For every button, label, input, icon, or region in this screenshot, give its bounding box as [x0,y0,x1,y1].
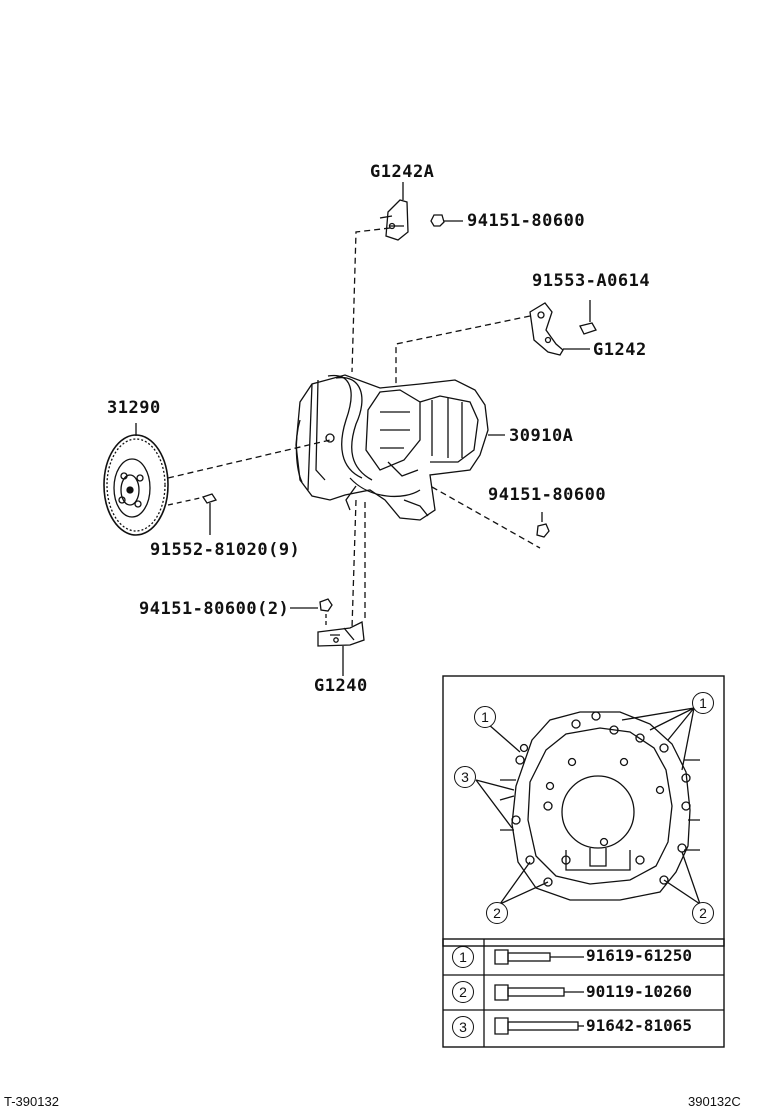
inset-callout-2-left: 2 [486,902,508,924]
label-nut-top: 94151-80600 [467,211,586,231]
bolt-row-3 [494,1017,584,1035]
table-row-1-part: 91619-61250 [586,946,692,965]
nut-bottom [319,598,333,612]
label-bolt-a0614: 91553-A0614 [532,271,651,291]
bolt-a0614 [579,300,597,335]
label-g1240: G1240 [314,676,368,696]
inset-callout-1-left: 1 [474,706,496,728]
inset-callout-1-right: 1 [692,692,714,714]
footer-right-code: 390132C [688,1094,741,1109]
label-g1242a: G1242A [370,162,435,182]
label-drive-plate: 31290 [107,398,161,418]
bolt-row-2 [494,984,584,1001]
bracket-g1240 [317,621,365,647]
label-transmission: 30910A [509,426,574,446]
footer-left-code: T-390132 [4,1094,59,1109]
bracket-g1242 [529,302,564,356]
table-row-2-num: 2 [452,981,474,1003]
table-row-3-part: 91642-81065 [586,1016,692,1035]
table-row-3-num: 3 [452,1016,474,1038]
inset-callout-3: 3 [454,766,476,788]
inset-callout-2-right: 2 [692,902,714,924]
nut-right [536,523,550,538]
label-bolt-plate: 91552-81020(9) [150,540,301,560]
nut-top [430,214,445,227]
drive-plate [103,434,169,536]
bolt-row-1 [494,949,584,965]
bolt-plate [201,493,218,535]
bracket-g1242a [379,199,409,241]
label-nut-bottom: 94151-80600(2) [139,599,290,619]
table-row-2-part: 90119-10260 [586,982,692,1001]
label-g1242: G1242 [593,340,647,360]
bell-housing-drawing [499,711,700,901]
transmission-body [295,374,489,521]
table-row-1-num: 1 [452,946,474,968]
label-nut-right: 94151-80600 [488,485,607,505]
